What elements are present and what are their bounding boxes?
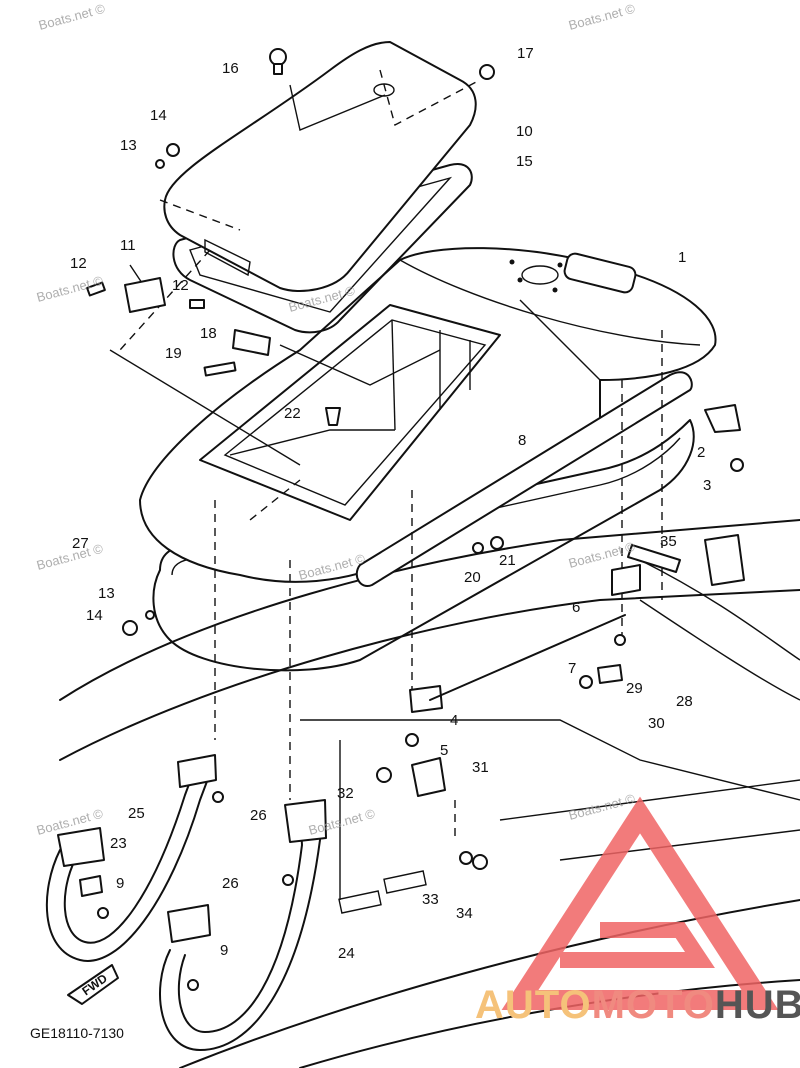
seat-grip <box>563 252 637 294</box>
part-label-35: 35 <box>660 533 677 550</box>
part-label-13a: 13 <box>120 137 137 154</box>
part-label-11: 11 <box>120 237 136 254</box>
part-label-7: 7 <box>568 660 576 677</box>
brand-logo <box>501 796 779 1010</box>
fasteners <box>86 48 745 991</box>
part-label-9a: 9 <box>116 875 124 892</box>
part-label-32: 32 <box>337 785 354 802</box>
part-label-28: 28 <box>676 693 693 710</box>
part-label-19: 19 <box>165 345 182 362</box>
part-label-2: 2 <box>697 444 705 461</box>
part-label-16: 16 <box>222 60 239 77</box>
watermark-text: Boats.net © <box>35 273 105 305</box>
forward-arrow: FWD <box>67 964 119 1005</box>
part-label-34: 34 <box>456 905 473 922</box>
part-label-26a: 26 <box>250 807 267 824</box>
part-label-20: 20 <box>464 569 481 586</box>
part-label-14b: 14 <box>86 607 103 624</box>
part-label-9b: 9 <box>220 942 228 959</box>
part-label-13b: 13 <box>98 585 115 602</box>
part-label-15: 15 <box>516 153 533 170</box>
watermark-text: Boats.net © <box>567 539 637 571</box>
part-label-26b: 26 <box>222 875 239 892</box>
part-label-29: 29 <box>626 680 643 697</box>
watermark-text: Boats.net © <box>35 541 105 573</box>
hatch-gasket <box>172 163 473 334</box>
storage-opening <box>199 304 501 521</box>
part-label-6: 6 <box>572 599 580 616</box>
part-label-30: 30 <box>648 715 665 732</box>
part-label-10: 10 <box>516 123 533 140</box>
part-label-8: 8 <box>518 432 526 449</box>
diagram-code: GE18110-7130 <box>30 1025 124 1041</box>
part-label-23: 23 <box>110 835 127 852</box>
part-label-1: 1 <box>678 249 686 266</box>
part-label-25: 25 <box>128 805 145 822</box>
part-label-24: 24 <box>338 945 355 962</box>
side-trim <box>355 371 693 587</box>
brand-wordmark: AUTOMOTOHUB <box>475 983 800 1027</box>
handle-grips <box>45 754 327 1051</box>
part-label-33: 33 <box>422 891 439 908</box>
part-label-17: 17 <box>517 45 534 62</box>
part-label-4: 4 <box>450 712 458 729</box>
part-label-3: 3 <box>703 477 711 494</box>
part-label-18: 18 <box>200 325 217 342</box>
part-label-31: 31 <box>472 759 489 776</box>
part-label-14a: 14 <box>150 107 167 124</box>
part-label-27: 27 <box>72 535 89 552</box>
part-label-21: 21 <box>499 552 516 569</box>
part-label-5: 5 <box>440 742 448 759</box>
part-label-12b: 12 <box>172 277 189 294</box>
part-label-22: 22 <box>284 405 301 422</box>
watermark-text: Boats.net © <box>37 1 107 33</box>
part-labels: 1234567899101112121313141415161718192021… <box>70 45 711 962</box>
watermark-text: Boats.net © <box>567 1 637 33</box>
part-label-12a: 12 <box>70 255 87 272</box>
